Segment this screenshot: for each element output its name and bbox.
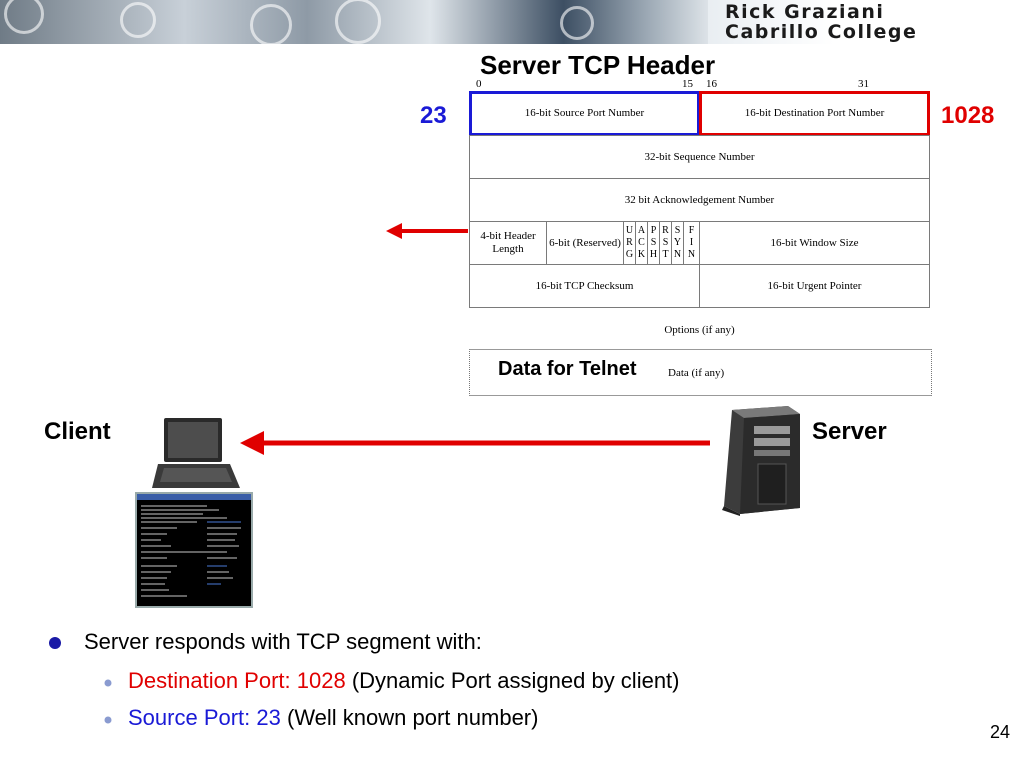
flag-char: S [662, 237, 669, 248]
source-port-field: 16-bit Source Port Number [469, 91, 700, 136]
flag-char: I [689, 237, 694, 248]
flag-char: C [638, 237, 645, 248]
server-label: Server [812, 418, 887, 445]
server-vent [757, 463, 787, 505]
urgent-pointer-field: 16-bit Urgent Pointer [699, 264, 930, 308]
flag-char: F [688, 225, 695, 236]
destination-port-number: 1028 [941, 102, 995, 129]
laptop-keyboard [160, 468, 232, 482]
server-to-client-arrow-head [240, 431, 264, 455]
destination-port-field: 16-bit Destination Port Number [699, 91, 930, 136]
flag-char: H [649, 249, 658, 260]
bit-number-16: 16 [706, 78, 717, 90]
header-banner: Rick Graziani Cabrillo College [0, 0, 1024, 44]
terminal-text-lines [141, 505, 241, 597]
bullet-main: Server responds with TCP segment with: [84, 629, 482, 654]
server-top [732, 406, 800, 418]
banner-decoration [120, 2, 156, 38]
source-port-number: 23 [420, 102, 447, 129]
sub-bullet-icon [104, 716, 112, 724]
server-drive-bay [754, 450, 790, 456]
banner-name-panel [708, 0, 1024, 44]
slide-title: Server TCP Header [480, 50, 716, 80]
flag-char: S [650, 237, 657, 248]
header-arrow-head [386, 223, 402, 239]
flag-char: S [674, 225, 681, 236]
banner-decoration [4, 0, 44, 34]
telnet-terminal-window [135, 492, 253, 608]
bit-number-31: 31 [858, 78, 869, 90]
terminal-title-bar [137, 494, 251, 500]
header-length-field: 4-bit Header Length [469, 221, 547, 265]
flag-char: Y [673, 237, 682, 248]
bit-number-15: 15 [682, 78, 693, 90]
data-for-telnet-label: Data for Telnet [498, 358, 637, 380]
destination-port-text: Destination Port: 1028 [128, 668, 346, 693]
source-port-text: Source Port: 23 [128, 705, 281, 730]
laptop-icon [152, 418, 240, 488]
laptop-screen [168, 422, 218, 458]
banner-decoration [560, 6, 594, 40]
server-drive-bay [754, 438, 790, 446]
data-field: Data for Telnet Data (if any) [469, 349, 932, 396]
data-field-label: Data (if any) [668, 367, 725, 379]
server-to-client-arrow [240, 431, 710, 455]
flag-char: P [650, 225, 657, 236]
flag-char: R [662, 225, 669, 236]
bullet-source-port: Source Port: 23 (Well known port number) [128, 705, 538, 731]
server-icon [722, 406, 800, 516]
header-arrow [386, 223, 468, 239]
tcp-header-diagram: 16-bit Source Port Number 16-bit Destina… [469, 91, 930, 308]
flag-char: U [625, 225, 634, 236]
flag-char: A [637, 225, 646, 236]
reserved-field: 6-bit (Reserved) [546, 221, 624, 265]
bullet-dot-icon [49, 637, 61, 649]
flag-char: G [625, 249, 634, 260]
window-size-field: 16-bit Window Size [699, 221, 930, 265]
page-number: 24 [990, 722, 1011, 742]
client-label: Client [44, 418, 111, 445]
flag-char: R [626, 237, 633, 248]
flag-char: N [687, 249, 696, 260]
source-port-note: (Well known port number) [280, 705, 539, 730]
checksum-field: 16-bit TCP Checksum [469, 264, 700, 308]
bit-number-0: 0 [476, 78, 482, 90]
banner-decoration [335, 0, 381, 44]
banner-decoration [250, 4, 292, 44]
options-field: Options (if any) [664, 324, 735, 336]
sequence-number-field: 32-bit Sequence Number [469, 135, 930, 179]
flag-char: T [662, 249, 669, 260]
college-name: Cabrillo College [725, 21, 918, 43]
sub-bullet-icon [104, 679, 112, 687]
acknowledgement-number-field: 32 bit Acknowledgement Number [469, 178, 930, 222]
bullet-destination-port: Destination Port: 1028 (Dynamic Port ass… [128, 668, 680, 694]
flag-char: N [673, 249, 682, 260]
server-drive-bay [754, 426, 790, 434]
destination-port-note: (Dynamic Port assigned by client) [345, 668, 680, 693]
flag-char: K [637, 249, 646, 260]
author-name: Rick Graziani [725, 1, 885, 23]
server-foot [722, 506, 740, 516]
